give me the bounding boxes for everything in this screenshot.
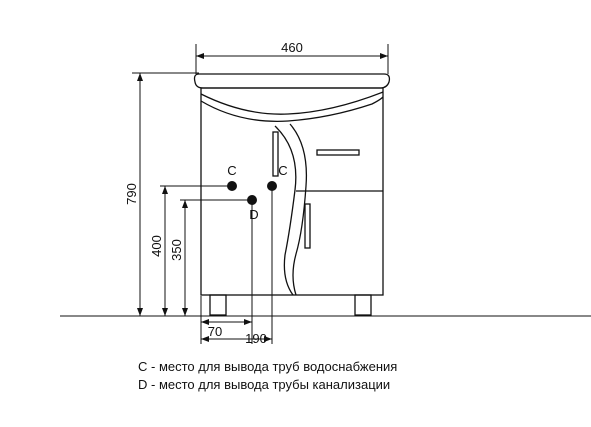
width-label: 460 xyxy=(281,40,303,55)
left-leg xyxy=(209,294,227,316)
point-c-right xyxy=(267,181,277,191)
drawer-handle xyxy=(316,149,360,156)
right-leg xyxy=(354,294,372,316)
offset-dimensions xyxy=(200,186,273,344)
height-c-dimension xyxy=(160,185,232,316)
point-c-left-label: C xyxy=(227,163,236,178)
height-label: 790 xyxy=(124,183,139,205)
legend-line-d: D - место для вывода трубы канализации xyxy=(138,377,391,392)
point-c-left xyxy=(227,181,237,191)
basin-bowl xyxy=(200,96,384,122)
height-dimension xyxy=(132,72,199,316)
left-door-handle xyxy=(272,131,279,177)
point-c-right-label: C xyxy=(278,163,287,178)
door-divider xyxy=(274,125,297,296)
legend: C - место для вывода труб водоснабжения … xyxy=(138,358,397,394)
cabinet xyxy=(193,73,391,316)
door-divider-inner xyxy=(289,123,308,296)
point-d-label: D xyxy=(249,207,258,222)
offset-d-label: 70 xyxy=(208,324,222,339)
basin-bowl-inner xyxy=(200,91,384,115)
basin xyxy=(193,73,391,89)
right-door-handle xyxy=(304,203,311,249)
legend-line-c: C - место для вывода труб водоснабжения xyxy=(138,359,398,374)
offset-c-label: 190 xyxy=(245,331,267,346)
height-d-dimension xyxy=(180,199,252,316)
width-dimension xyxy=(195,44,389,74)
point-d xyxy=(247,195,257,205)
height-d-label: 350 xyxy=(169,239,184,261)
height-c-label: 400 xyxy=(149,235,164,257)
